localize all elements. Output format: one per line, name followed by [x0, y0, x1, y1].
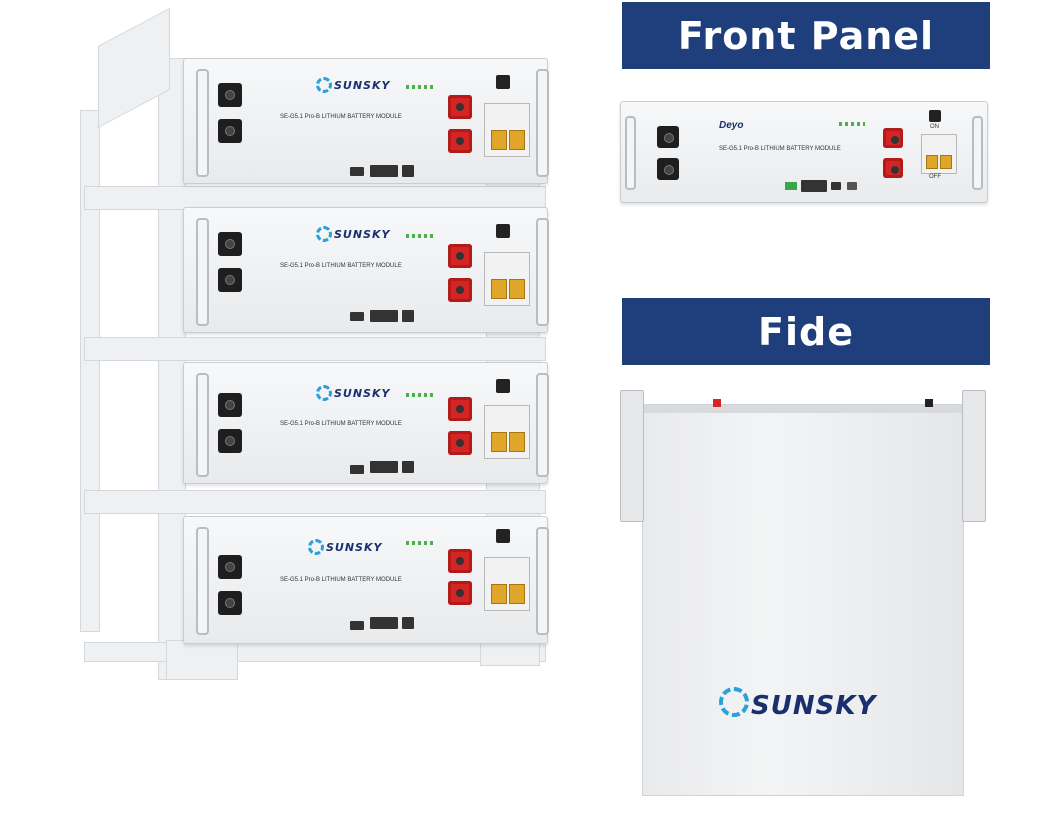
rs485-port — [801, 180, 827, 192]
module-handle — [196, 527, 209, 635]
positive-terminal — [448, 397, 472, 421]
power-button — [929, 110, 941, 122]
comm-port — [218, 119, 242, 143]
power-button — [496, 379, 510, 393]
module-handle — [196, 69, 209, 177]
negative-terminal — [883, 158, 903, 178]
front-panel-model-label: SE-G5.1 Pro-B LITHIUM BATTERY MODULE — [719, 146, 841, 152]
side-view-banner: Fide — [622, 298, 990, 365]
soc-leds — [839, 122, 865, 126]
rs485-port — [370, 310, 398, 322]
module-brand: SUNSKY — [334, 228, 391, 241]
breaker-switch — [921, 134, 957, 174]
switch-on-label: ON — [930, 124, 939, 130]
breaker-switch — [484, 252, 530, 306]
dip-switch — [350, 465, 364, 474]
power-button — [496, 224, 510, 238]
breaker-switch — [484, 557, 530, 611]
module-handle — [196, 218, 209, 326]
rack-shelf — [84, 642, 546, 662]
module-model-label: SE-G5.1 Pro-B LITHIUM BATTERY MODULE — [280, 114, 402, 120]
side-top-edge — [643, 405, 963, 413]
dip-switch — [350, 167, 364, 176]
switch-off-label: OFF — [929, 174, 941, 180]
module-model-label: SE-G5.1 Pro-B LITHIUM BATTERY MODULE — [280, 263, 402, 269]
positive-terminal — [448, 244, 472, 268]
positive-terminal — [883, 128, 903, 148]
can-port — [402, 617, 414, 629]
rs485-port — [370, 617, 398, 629]
front-panel-brand: Deyo — [719, 120, 744, 131]
module-model-label: SE-G5.1 Pro-B LITHIUM BATTERY MODULE — [280, 577, 402, 583]
comm-port — [218, 591, 242, 615]
front-panel-module: Deyo SE-G5.1 Pro-B LITHIUM BATTERY MODUL… — [620, 101, 988, 203]
rack-post-left — [158, 58, 186, 680]
battery-module: SUNSKY SE-G5.1 Pro-B LITHIUM BATTERY MOD… — [183, 207, 549, 333]
comm-port — [218, 268, 242, 292]
can-port — [402, 310, 414, 322]
module-handle — [536, 218, 549, 326]
dip-switch — [350, 621, 364, 630]
soc-leds — [406, 541, 436, 545]
battery-module: SUNSKY SE-G5.1 Pro-B LITHIUM BATTERY MOD… — [183, 362, 549, 484]
side-brand-logo: SUNSKY — [751, 691, 877, 721]
dip-switch — [350, 312, 364, 321]
negative-terminal — [448, 581, 472, 605]
front-panel-banner: Front Panel — [622, 2, 990, 69]
module-handle — [536, 373, 549, 477]
positive-terminal — [448, 549, 472, 573]
breaker-switch — [484, 405, 530, 459]
power-button — [496, 529, 510, 543]
comm-port — [657, 158, 679, 180]
side-view-title: Fide — [758, 309, 854, 354]
soc-leds — [406, 85, 436, 89]
module-handle — [972, 116, 983, 190]
sunsky-logo-icon — [316, 77, 332, 93]
module-handle — [536, 527, 549, 635]
mount-bracket-left — [620, 390, 644, 522]
rack-shelf — [84, 490, 546, 514]
module-handle — [196, 373, 209, 477]
negative-terminal — [925, 399, 933, 407]
sunsky-logo-icon — [308, 539, 324, 555]
module-model-label: SE-G5.1 Pro-B LITHIUM BATTERY MODULE — [280, 421, 402, 427]
negative-terminal — [448, 129, 472, 153]
rs485-port — [370, 165, 398, 177]
can-port — [831, 182, 841, 190]
positive-terminal — [713, 399, 721, 407]
rack-shelf — [84, 337, 546, 361]
rack-foot — [166, 640, 238, 680]
module-handle — [625, 116, 636, 190]
module-brand: SUNSKY — [334, 387, 391, 400]
front-panel-title: Front Panel — [677, 13, 935, 58]
sunsky-logo-icon — [316, 226, 332, 242]
module-brand: SUNSKY — [326, 541, 383, 554]
comm-port — [657, 126, 679, 148]
soc-leds — [406, 393, 436, 397]
negative-terminal — [448, 431, 472, 455]
module-brand: SUNSKY — [334, 79, 391, 92]
can-port — [402, 461, 414, 473]
comm-port — [218, 429, 242, 453]
side-view-module: SUNSKY — [642, 399, 964, 796]
breaker-switch — [484, 103, 530, 157]
sunsky-logo-icon — [316, 385, 332, 401]
battery-module: SUNSKY SE-G5.1 Pro-B LITHIUM BATTERY MOD… — [183, 58, 549, 184]
sunsky-logo-icon — [719, 687, 749, 717]
dip-switch — [785, 182, 797, 190]
comm-port — [218, 232, 242, 256]
module-handle — [536, 69, 549, 177]
battery-module: SUNSKY SE-G5.1 Pro-B LITHIUM BATTERY MOD… — [183, 516, 549, 644]
comm-port — [218, 555, 242, 579]
comm-port — [218, 393, 242, 417]
can-port — [402, 165, 414, 177]
soc-leds — [406, 234, 436, 238]
mount-bracket-right — [962, 390, 986, 522]
positive-terminal — [448, 95, 472, 119]
comm-port — [218, 83, 242, 107]
rs485-port — [370, 461, 398, 473]
negative-terminal — [448, 278, 472, 302]
power-button — [496, 75, 510, 89]
usb-port — [847, 182, 857, 190]
